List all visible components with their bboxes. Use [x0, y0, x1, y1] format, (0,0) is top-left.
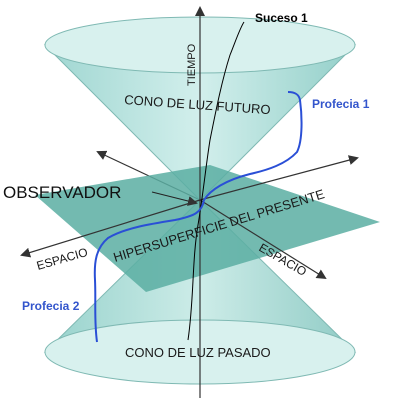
time-axis-label: TIEMPO [186, 43, 198, 86]
past-cone-label: CONO DE LUZ PASADO [125, 345, 271, 360]
observer-pointer-arrow [151, 191, 198, 206]
event-world-line [187, 21, 245, 341]
observer-label: OBSERVADOR [3, 183, 121, 202]
space-axis-front-right [199, 155, 359, 201]
present-hypersurface-plane [35, 165, 380, 292]
space-left-label: ESPACIO [35, 245, 89, 273]
event-label: Suceso 1 [255, 11, 308, 25]
space-axis-right [199, 199, 327, 280]
space-axis-left [20, 199, 201, 258]
prophecy-1-label: Profecia 1 [312, 97, 370, 111]
prophecy-2-label: Profecia 2 [22, 299, 80, 313]
prophecy-1-path [203, 91, 303, 201]
prophecy-2-path [93, 199, 205, 343]
